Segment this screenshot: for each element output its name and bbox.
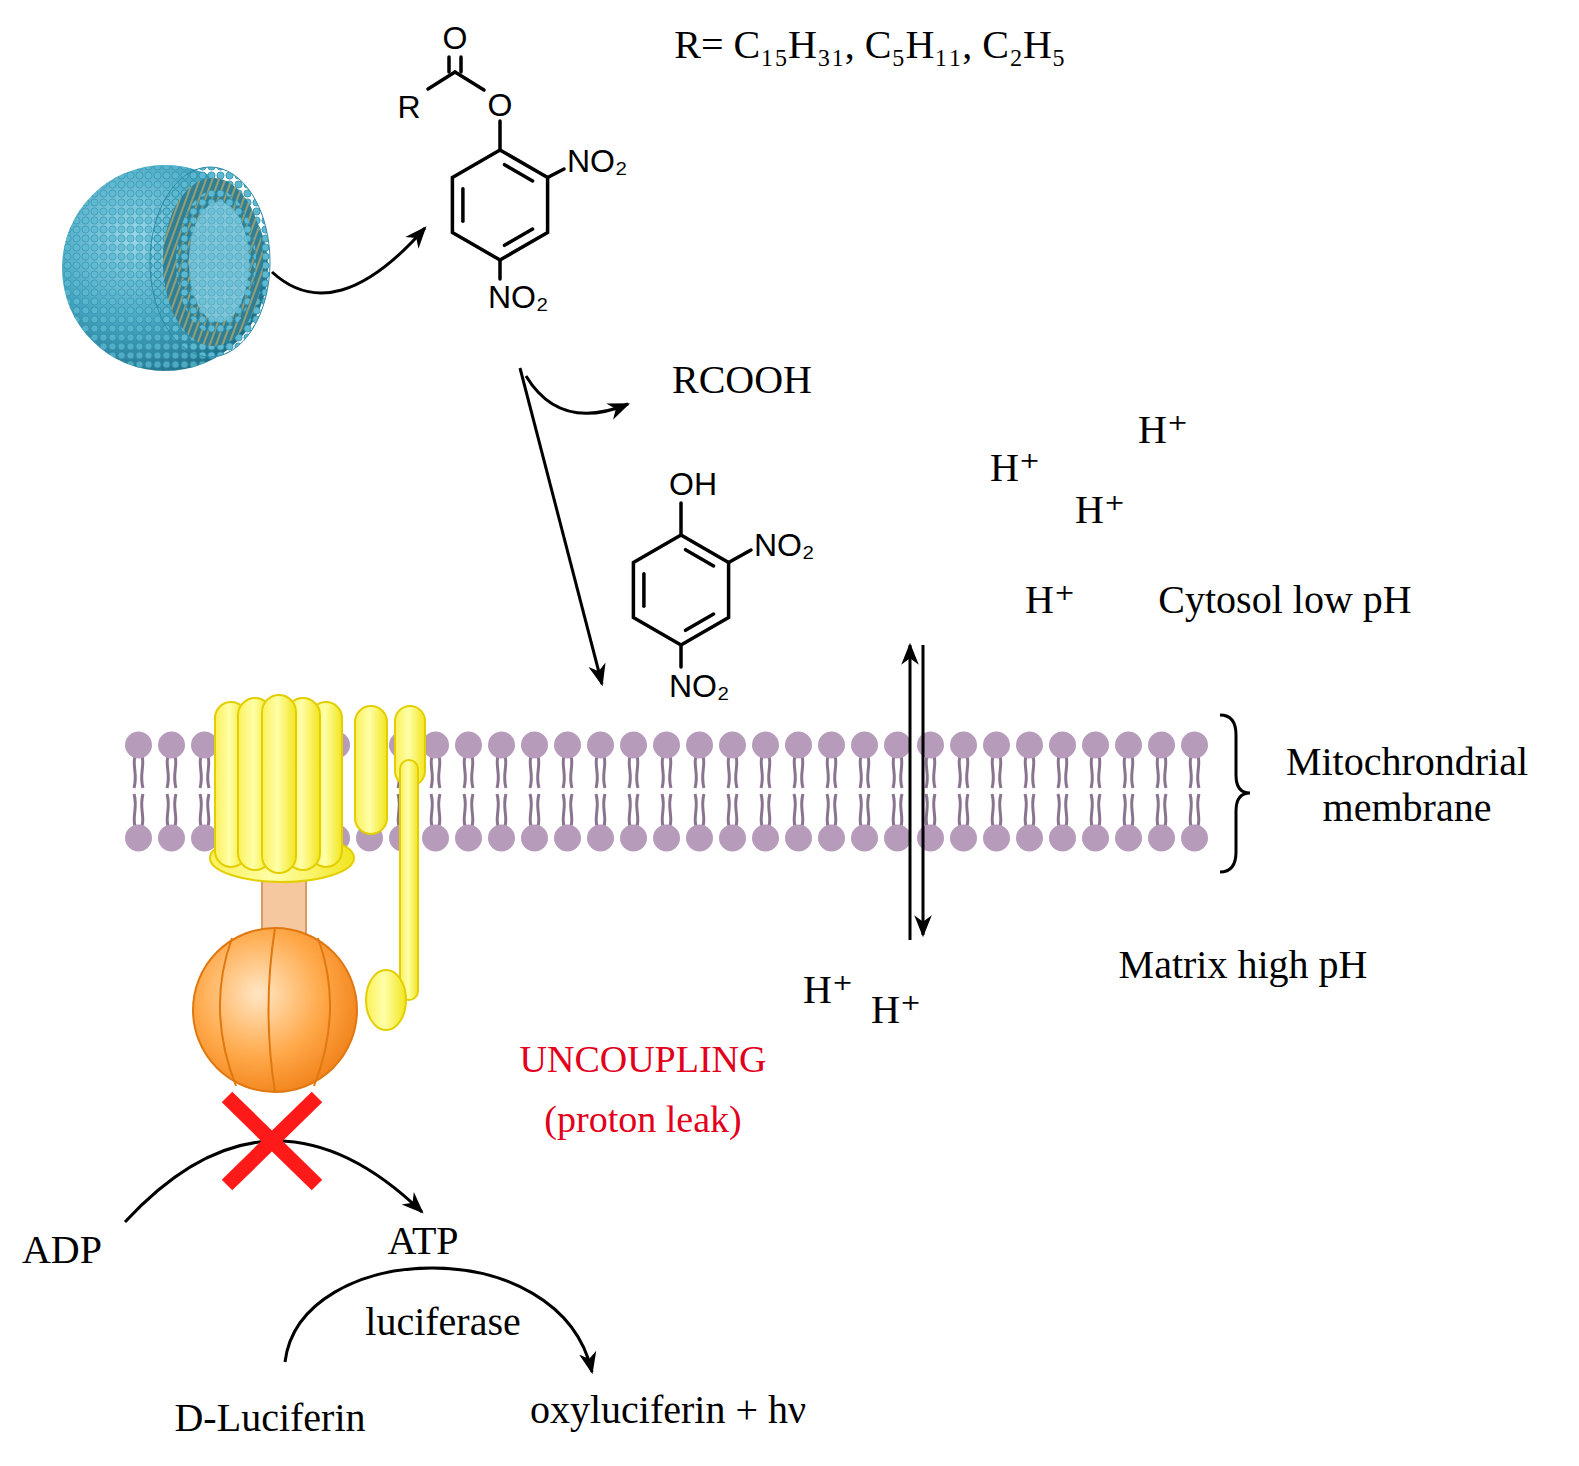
proton-arrow-in	[922, 645, 925, 935]
proton-label: H⁺	[803, 967, 853, 1013]
peripheral-stalk	[400, 760, 418, 1000]
f1-head	[193, 928, 357, 1092]
group-label: NO₂	[669, 668, 729, 705]
proton-label: H⁺	[1075, 487, 1125, 533]
double-bond	[642, 574, 646, 607]
liposome-bilayer	[163, 178, 263, 346]
a-subunit	[355, 706, 387, 834]
double-bond	[686, 550, 714, 566]
cross-stroke	[227, 1097, 317, 1185]
liposome-cut	[150, 167, 270, 357]
double-bond	[505, 165, 533, 181]
f1-lobes	[220, 928, 330, 1092]
peripheral-stalk-foot	[366, 970, 406, 1030]
dnp-structure	[633, 503, 751, 667]
bond	[548, 169, 564, 178]
region-label: Mitochrondrial membrane	[1257, 739, 1557, 831]
region-label: Matrix high pH	[1119, 942, 1368, 988]
atom-label: O	[488, 87, 513, 124]
bond	[459, 57, 463, 72]
enzyme-label: luciferase	[365, 1299, 520, 1345]
proton-arrow-out	[909, 645, 912, 940]
bond	[679, 503, 683, 535]
molecule-label: ADP	[22, 1227, 102, 1273]
proton-label: H⁺	[1025, 577, 1075, 623]
group-label: NO₂	[488, 279, 548, 316]
double-bond	[505, 229, 533, 245]
release-arrow	[272, 228, 425, 293]
bond	[428, 72, 455, 89]
bond	[447, 57, 451, 72]
byproduct-arrow	[526, 376, 628, 413]
atp-synthesis-arrow	[125, 1141, 422, 1222]
bond	[498, 260, 502, 279]
region-label: Cytosol low pH	[1158, 577, 1411, 623]
molecule-label: ATP	[387, 1218, 458, 1264]
byproduct-label: RCOOH	[672, 357, 812, 403]
proton-label: H⁺	[990, 445, 1040, 491]
atom-label: O	[443, 20, 468, 57]
liposome-inner-leaflet	[176, 190, 256, 334]
hydrolysis-arrow	[520, 368, 602, 684]
atp-synthase	[193, 695, 425, 1092]
formula-label: R= C₁₅H₃₁, C₅H₁₁, C₂H₅	[674, 22, 1065, 68]
proton-label: H⁺	[1138, 407, 1188, 453]
molecule-label: D-Luciferin	[174, 1395, 365, 1441]
process-label: UNCOUPLING	[520, 1038, 767, 1082]
luciferase-arrow	[285, 1268, 592, 1372]
c-subunit	[262, 695, 296, 873]
group-label: NO₂	[567, 143, 627, 180]
bond	[498, 121, 502, 150]
proton-label: H⁺	[871, 987, 921, 1033]
bond	[679, 645, 683, 667]
double-bond	[461, 189, 465, 222]
group-label: NO₂	[754, 527, 814, 564]
molecule-label: oxyluciferin + hν	[530, 1387, 806, 1433]
benzene-ring	[452, 150, 547, 260]
bond	[455, 72, 484, 90]
cross-stroke	[227, 1097, 317, 1185]
group-label: OH	[669, 466, 717, 503]
process-label: (proton leak)	[544, 1098, 741, 1142]
liposome-lumen-beads	[189, 202, 249, 322]
bond	[729, 550, 751, 563]
liposome-lumen	[189, 202, 249, 322]
benzene-ring	[633, 535, 728, 645]
blocked-mark	[227, 1097, 317, 1185]
membrane-brace	[1220, 715, 1250, 872]
double-bond	[686, 614, 714, 630]
ester-structure	[428, 57, 564, 279]
atom-label: R	[397, 89, 420, 126]
